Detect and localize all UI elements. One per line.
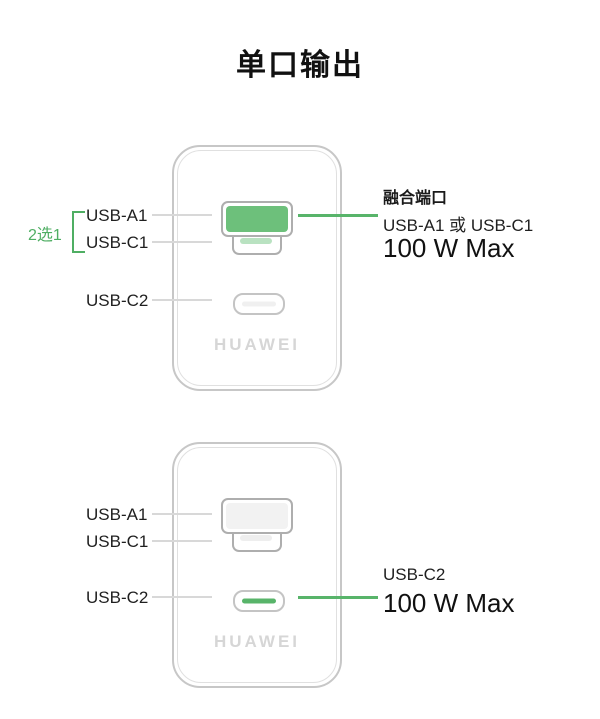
leader-line-usb-a1 [152,214,212,216]
fused-port-usb-a1-icon [221,498,293,534]
selector-bracket-icon [72,211,85,253]
pointer-line-fused-port [298,214,378,217]
label-usb-c2: USB-C2 [86,291,149,310]
usb-c2-port-icon [233,293,285,315]
fused-port-active-fill [226,206,288,232]
leader-line-usb-c1 [152,540,212,542]
leader-line-usb-c1 [152,241,212,243]
fused-port-usb-a1-icon [221,201,293,237]
charger-front-top: HUAWEI [172,145,342,391]
pointer-line-usb-c2 [298,596,378,599]
annotation-fused-port-heading: 融合端口 [383,190,448,207]
charger-front-bottom: HUAWEI [172,442,342,688]
charger-inner-outline [177,447,337,683]
charger-inner-outline [177,150,337,386]
annotation-fused-port-power: 100 W Max [383,233,515,263]
annotation-usb-c2-name: USB-C2 [383,565,446,584]
label-usb-c1: USB-C1 [86,532,149,551]
leader-line-usb-c2 [152,299,212,301]
label-usb-c2: USB-C2 [86,588,149,607]
usb-c1-slot [240,535,272,541]
brand-wordmark: HUAWEI [214,632,300,651]
label-usb-c1: USB-C1 [86,233,149,252]
page-title: 单口输出 [236,49,364,82]
usb-c2-slot [242,301,276,307]
usb-c2-active-slot [242,598,276,604]
selector-2-choose-1: 2选1 [28,227,62,244]
fused-port-inactive-fill [226,503,288,529]
leader-line-usb-a1 [152,513,212,515]
label-usb-a1: USB-A1 [86,505,148,524]
annotation-usb-c2-power: 100 W Max [383,588,515,618]
label-usb-a1: USB-A1 [86,206,148,225]
leader-line-usb-c2 [152,596,212,598]
usb-c2-port-icon [233,590,285,612]
usb-c1-slot [240,238,272,244]
annotation-fused-port-names: USB-A1 或 USB-C1 [383,216,534,235]
brand-wordmark: HUAWEI [214,335,300,354]
